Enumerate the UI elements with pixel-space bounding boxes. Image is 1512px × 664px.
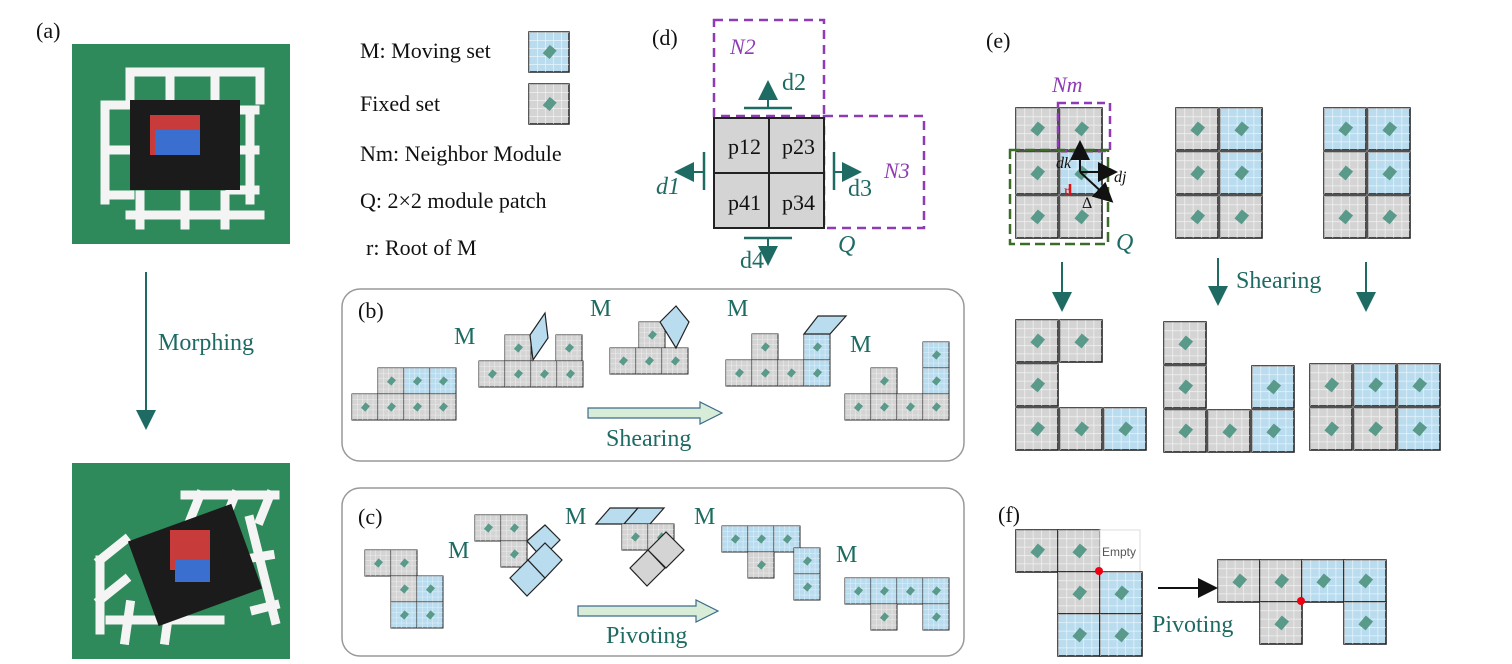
dir-d4: d4 <box>740 248 764 274</box>
pivoting-arrow-c <box>577 599 720 623</box>
panel-label-d: (d) <box>652 25 678 50</box>
panel-b-sequence <box>351 305 950 421</box>
panel-label-f: (f) <box>998 502 1020 527</box>
label-dk: dk <box>1056 155 1072 172</box>
label-q: Q <box>838 232 855 258</box>
panel-label-e: (e) <box>986 28 1010 53</box>
legend: M: Moving set Fixed set Nm: Neighbor Mod… <box>360 31 570 260</box>
label-delta: Δ <box>1082 195 1092 212</box>
panel-e-top <box>1008 101 1411 246</box>
cell-p12: p12 <box>728 134 761 159</box>
panel-b-m4: M <box>850 332 871 358</box>
label-n3: N3 <box>883 158 910 183</box>
panel-label-b: (b) <box>358 298 384 323</box>
robot-photo-top <box>72 44 290 244</box>
dir-d3: d3 <box>848 176 872 202</box>
shearing-arrow-b <box>587 401 724 425</box>
panel-f-diagram <box>1015 529 1387 657</box>
legend-moving-set: M: Moving set <box>360 38 491 63</box>
panel-f-operation: Pivoting <box>1152 612 1233 638</box>
label-root-r: r <box>1064 183 1070 200</box>
panel-b-m3: M <box>727 296 748 322</box>
legend-moving-swatch <box>528 31 570 73</box>
panel-label-a: (a) <box>36 18 60 43</box>
panel-b-m2: M <box>590 296 611 322</box>
label-n2: N2 <box>729 34 756 59</box>
dir-d2: d2 <box>782 70 806 96</box>
dir-d1: d1 <box>656 174 680 200</box>
label-dj: dj <box>1114 169 1127 186</box>
robot-photo-bottom <box>72 463 290 659</box>
panel-c-operation: Pivoting <box>606 623 687 649</box>
neighbor-n2-box <box>712 18 826 118</box>
panel-c-m3: M <box>694 504 715 530</box>
cell-p34: p34 <box>782 190 815 215</box>
panel-c-m1: M <box>448 538 469 564</box>
panel-e-bottom <box>1015 319 1441 453</box>
label-empty: Empty <box>1102 545 1136 559</box>
panel-c-m4: M <box>836 542 857 568</box>
label-nm: Nm <box>1051 72 1083 97</box>
panel-b-operation: Shearing <box>606 426 691 452</box>
panel-d-diagram: p12 p23 p41 p34 d2 d1 d3 d4 N2 N3 Q <box>656 18 926 274</box>
panel-c-frame <box>341 487 965 657</box>
panel-e-operation: Shearing <box>1236 268 1321 294</box>
morphing-label: Morphing <box>158 330 254 356</box>
legend-patch: Q: 2×2 module patch <box>360 188 547 213</box>
legend-fixed-set: Fixed set <box>360 91 440 116</box>
panel-c-m2: M <box>565 504 586 530</box>
panel-b-m1: M <box>454 324 475 350</box>
legend-fixed-swatch <box>528 83 570 125</box>
panel-c-sequence <box>364 507 950 631</box>
cell-p23: p23 <box>782 134 815 159</box>
label-q-e: Q <box>1116 230 1133 256</box>
legend-root: r: Root of M <box>366 235 477 260</box>
legend-neighbor: Nm: Neighbor Module <box>360 141 562 166</box>
cell-p41: p41 <box>728 190 761 215</box>
panel-label-c: (c) <box>358 504 382 529</box>
panel-b-frame <box>341 288 965 462</box>
